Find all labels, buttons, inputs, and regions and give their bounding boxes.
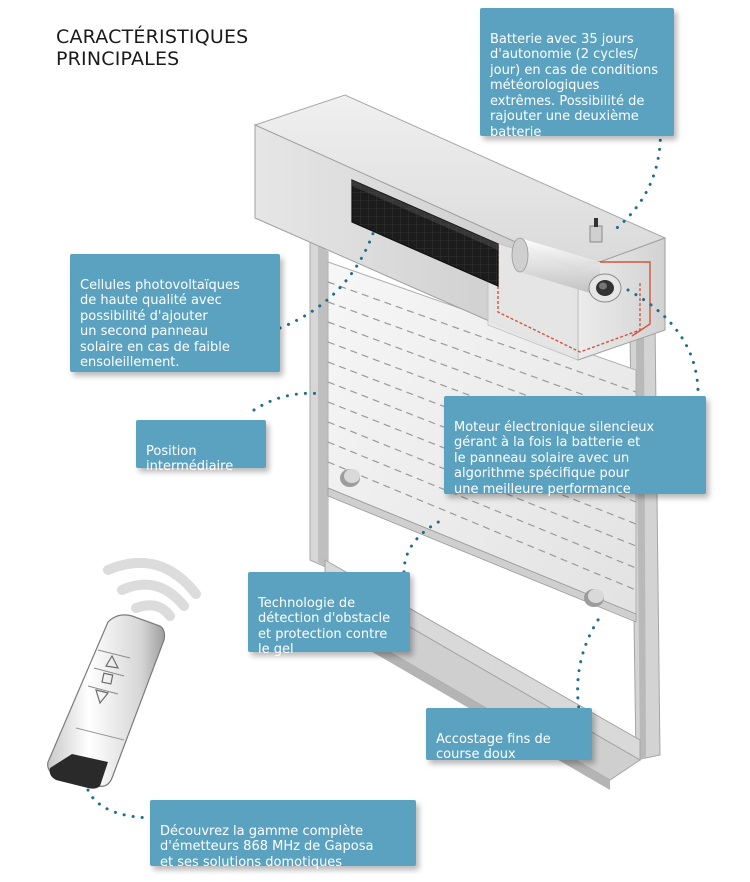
callout-end-stop-text: Accostage fins de course doux xyxy=(436,731,551,763)
callout-end-stop: Accostage fins de course doux xyxy=(426,708,592,763)
page-title: CARACTÉRISTIQUES PRINCIPALES xyxy=(56,26,248,70)
leader-lines xyxy=(86,120,700,820)
roller-tube xyxy=(511,237,600,296)
triangle-up-icon xyxy=(105,654,120,669)
callout-solar-cells-text: Cellules photovoltaïques de haute qualit… xyxy=(80,277,240,371)
remote-control xyxy=(47,614,166,789)
end-stop-left xyxy=(340,469,360,487)
title-line-1: CARACTÉRISTIQUES xyxy=(56,26,249,48)
callout-motor: Moteur électronique silencieux gérant à … xyxy=(444,396,706,497)
callout-remote-text: Découvrez la gamme complète d'émetteurs … xyxy=(160,823,374,870)
callout-position: Position intermédiaire xyxy=(136,420,266,474)
callout-obstacle-detection-text: Technologie de détection d'obstacle et p… xyxy=(258,595,391,658)
solar-panel xyxy=(351,179,499,287)
title-line-2: PRINCIPALES xyxy=(56,48,180,70)
callout-motor-text: Moteur électronique silencieux gérant à … xyxy=(454,419,655,497)
leader-battery xyxy=(610,120,662,234)
callout-obstacle-detection: Technologie de détection d'obstacle et p… xyxy=(248,572,410,657)
leader-position xyxy=(252,391,324,412)
battery-connector xyxy=(589,218,603,243)
callout-position-text: Position intermédiaire xyxy=(146,443,234,475)
callout-remote: Découvrez la gamme complète d'émetteurs … xyxy=(150,800,416,870)
leader-endstop xyxy=(576,612,604,718)
motor-head xyxy=(588,273,622,303)
wifi-signal-icon xyxy=(103,557,201,621)
triangle-down-icon xyxy=(95,689,110,705)
leader-motor xyxy=(626,288,700,400)
callout-battery: Batterie avec 35 jours d'autonomie (2 cy… xyxy=(480,8,674,140)
leader-remote xyxy=(86,788,152,820)
callout-solar-cells: Cellules photovoltaïques de haute qualit… xyxy=(70,254,280,372)
callout-battery-text: Batterie avec 35 jours d'autonomie (2 cy… xyxy=(490,31,659,140)
square-stop-icon xyxy=(101,672,114,685)
wiring xyxy=(497,246,651,353)
leader-solar xyxy=(278,226,377,330)
end-stop-right xyxy=(584,589,604,607)
